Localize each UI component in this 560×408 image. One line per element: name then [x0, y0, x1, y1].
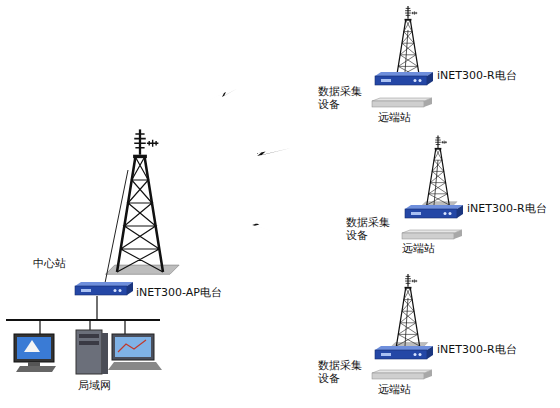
radio-label: iNET300-R电台 [467, 203, 547, 216]
device-label: 数据采集 设备 [318, 86, 368, 111]
device-label: 数据采集 设备 [318, 360, 368, 385]
station-label: 远端站 [378, 112, 411, 125]
station-label: 远端站 [402, 243, 435, 256]
radio-label: iNET300-R电台 [437, 70, 517, 83]
station-label: 中心站 [33, 258, 66, 271]
device-label: 数据采集 设备 [346, 217, 396, 242]
radio-label: iNET300-R电台 [437, 344, 517, 357]
lan-label: 局域网 [78, 380, 111, 393]
station-label: 远端站 [378, 384, 411, 397]
radio-label: iNET300-AP电台 [136, 287, 222, 300]
